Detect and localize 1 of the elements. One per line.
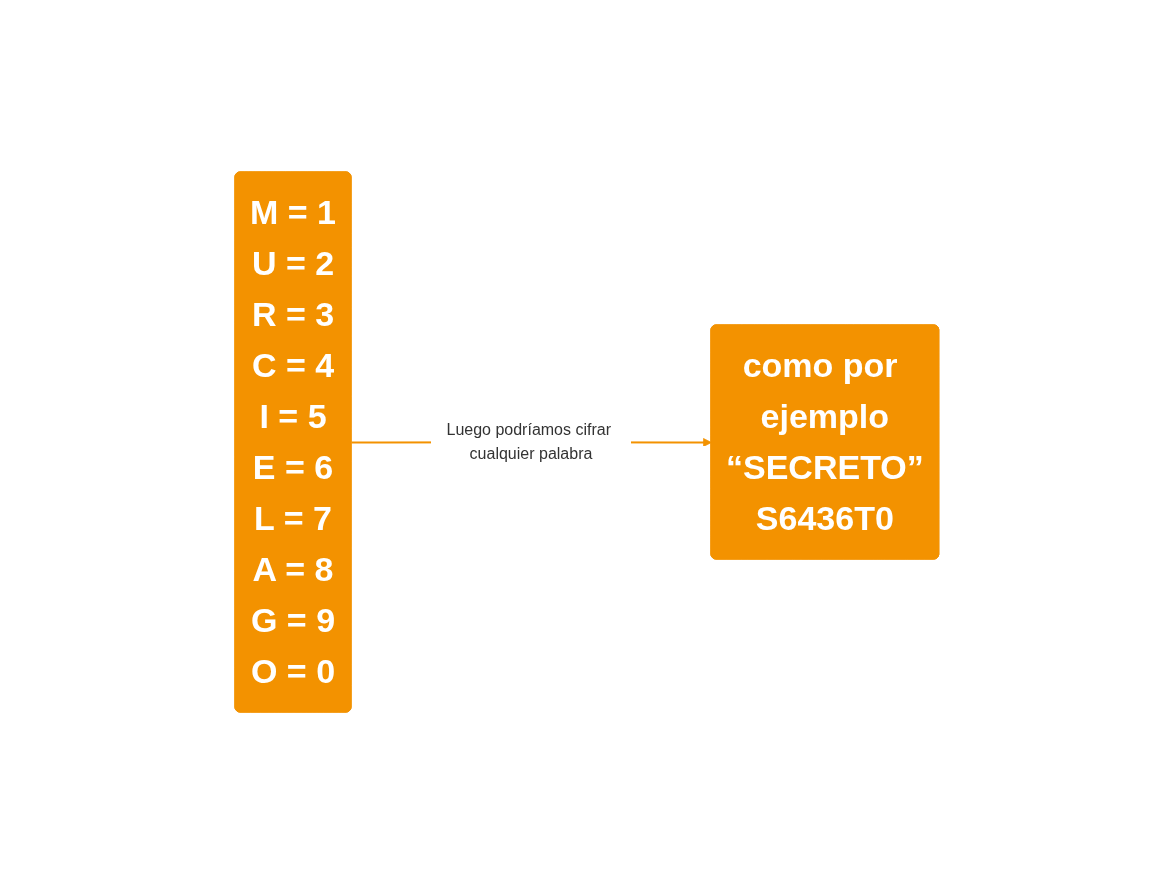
edge-label: Luego podríamos cifrar cualquier palabra — [446, 421, 611, 462]
